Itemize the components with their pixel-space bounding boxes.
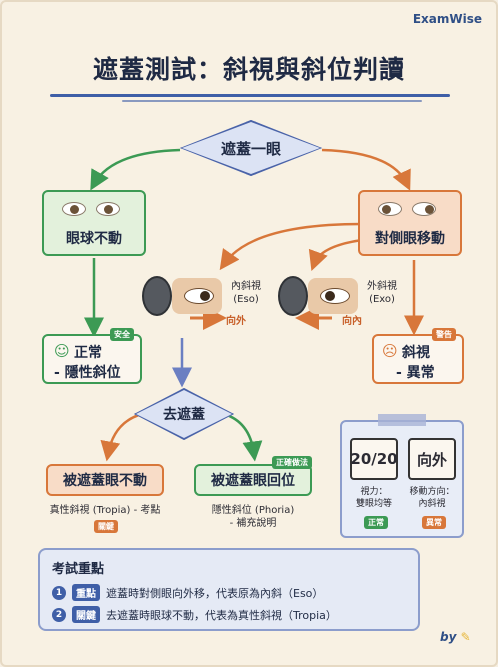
exo-label: 外斜視 [367,281,397,292]
note-keyword-1: 重點 [72,584,100,601]
frown-icon: ☹ [382,342,398,360]
phoria-desc-line1: 隱性斜位 (Phoria) [211,505,295,516]
acuity-caption-2: 雙眼均等 [355,499,392,509]
exo-abbr: (Exo) [369,294,395,305]
banana-icon: ✎ [460,630,471,644]
normal-result-box: 安全 ☺ 正常 - 隱性斜位 [42,328,142,384]
exo-direction-label: 向內 [342,316,362,327]
no-move-box: 眼球不動 [42,190,146,256]
direction-card: 向外 [408,438,456,480]
smile-icon: ☺ [54,342,70,360]
visual-acuity-card: 20/20 [350,438,398,480]
brand-logo: ExamWise [412,12,482,26]
eso-eye-illustration [142,274,224,324]
tropia-label: 被遮蓋眼不動 [63,473,147,489]
uncover-node: 去遮蓋 [134,388,234,440]
note-text-2: 去遮蓋時眼球不動，代表為真性斜視（Tropia） [106,608,337,622]
eso-abbr: (Eso) [233,294,259,305]
acuity-caption: 視力： 雙眼均等 [344,486,404,510]
note-keyword-2: 關鍵 [72,606,100,623]
occluder-icon-2 [278,276,308,316]
signature-text: by [440,630,457,644]
phoria-desc-line2: - 補充說明 [229,518,277,529]
arrow-to-eso [219,222,363,271]
other-eye-moves-label: 對側眼移動 [375,231,445,247]
uncover-node-label: 去遮蓋 [163,407,205,423]
direction-caption-2: 內斜視 [418,499,446,509]
exam-notes-panel: 考試重點 1 重點 遮蓋時對側眼向外移，代表原為內斜（Eso） 2 關鍵 去遮蓋… [38,548,420,631]
abnormal-tag: 異常 [422,516,446,529]
arrow-to-no-move [90,148,181,191]
tropia-box: 被遮蓋眼不動 [46,464,164,496]
eso-caption: 內斜視 (Eso) [224,280,268,306]
occluder-icon [142,276,172,316]
normal-tag: 正常 [364,516,388,529]
note-item-1: 1 重點 遮蓋時對側眼向外移，代表原為內斜（Eso） [52,584,323,601]
moving-eyes-icon [378,202,436,216]
exo-eye-illustration [278,274,360,324]
direction-caption: 移動方向： 內斜視 [402,486,462,510]
tape-decoration [378,414,426,426]
note-text-1: 遮蓋時對側眼向外移，代表原為內斜（Eso） [106,586,324,600]
safe-tag: 安全 [110,328,134,341]
phoria-label: 被遮蓋眼回位 [211,473,295,489]
title-underline [50,94,450,97]
acuity-caption-1: 視力： [360,487,388,497]
strabismus-label: 斜視 [402,345,430,361]
notes-title: 考試重點 [52,562,105,577]
exo-caption: 外斜視 (Exo) [360,280,404,306]
signature: by ✎ [440,630,471,644]
start-node-cover-one-eye: 遮蓋一眼 [180,120,322,176]
eye-white-2 [320,288,350,304]
note-item-2: 2 關鍵 去遮蓋時眼球不動，代表為真性斜視（Tropia） [52,606,337,623]
note-number-1: 1 [52,585,66,600]
arrow-to-other-moves [321,148,411,191]
other-eye-moves-box: 對側眼移動 [358,190,462,256]
note-number-2: 2 [52,607,66,622]
direction-caption-1: 移動方向： [409,487,455,497]
tropia-description: 真性斜視 (Tropia) - 考點 [49,505,161,516]
strabismus-sub-label: - 異常 [396,365,435,381]
start-node-label: 遮蓋一眼 [220,139,281,158]
normal-label: 正常 [74,345,102,361]
key-tag: 關鍵 [94,520,118,533]
normal-sub-label: - 隱性斜位 [54,365,121,381]
phoria-description: 隱性斜位 (Phoria) - 補充說明 [194,504,312,530]
no-move-label: 眼球不動 [66,231,122,247]
eso-label: 內斜視 [231,281,261,292]
eso-direction-label: 向外 [226,316,246,327]
info-panel: 20/20 向外 視力： 雙眼均等 移動方向： 內斜視 正常 異常 [340,414,464,538]
warning-tag: 警告 [432,328,456,341]
correct-method-tag: 正確做法 [272,456,312,469]
title-underline-secondary [122,100,422,102]
page-title: 遮蓋測試：斜視與斜位判讀 [92,55,405,84]
eyes-icon [62,202,120,216]
eye-white [184,288,214,304]
phoria-box: 被遮蓋眼回位 [194,464,312,496]
strabismus-result-box: 警告 ☹ 斜視 - 異常 [372,328,464,384]
